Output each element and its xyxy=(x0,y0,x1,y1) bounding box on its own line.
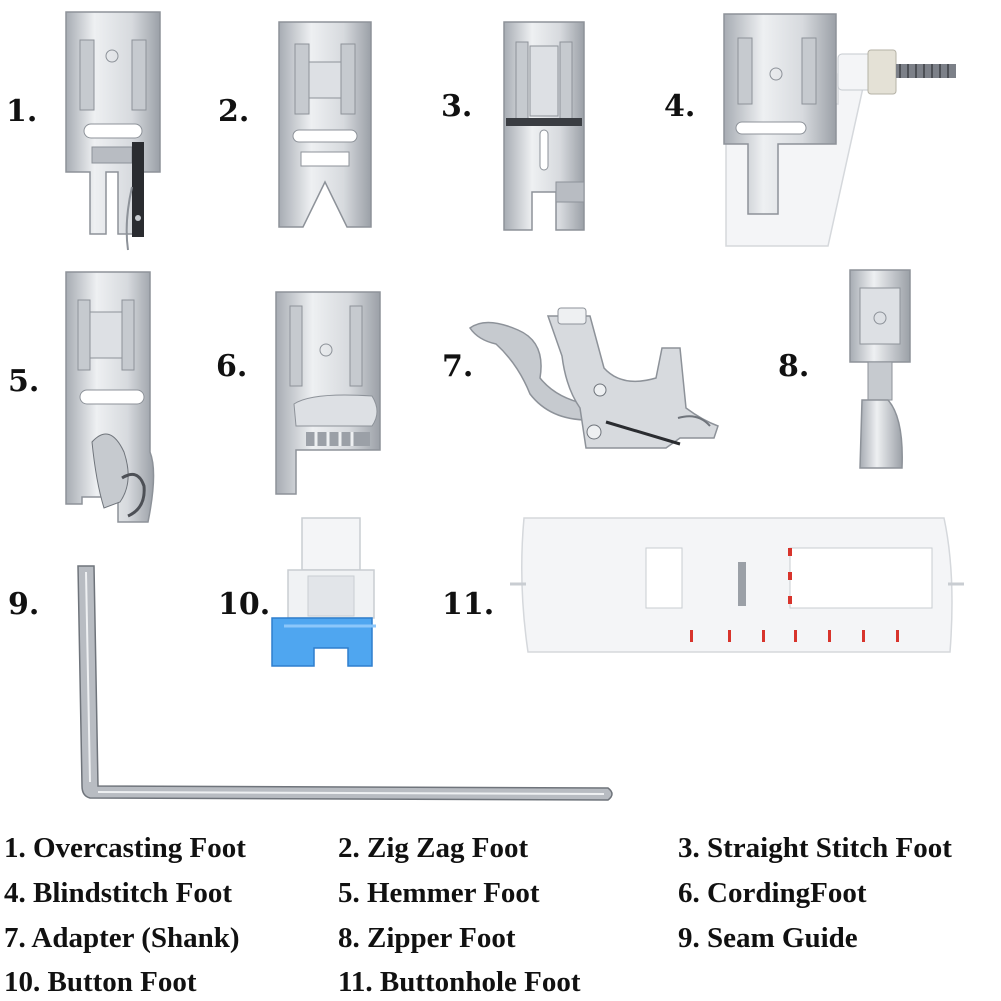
cording-foot-image xyxy=(272,291,384,496)
blindstitch-foot-image xyxy=(718,13,958,247)
legend-item-7: 7. Adapter (Shank) xyxy=(4,922,240,954)
adapter-shank-image xyxy=(466,307,722,460)
label-number-10: 10. xyxy=(218,587,271,622)
sewing-feet-photo: 1. 2. 3. 4. 5. 6. 7. 8. 9. 10. 11. xyxy=(6,11,964,802)
legend-item-2: 2. Zig Zag Foot xyxy=(338,832,529,864)
label-number-9: 9. xyxy=(8,587,40,622)
legend-item-5: 5. Hemmer Foot xyxy=(338,877,540,909)
legend-item-9: 9. Seam Guide xyxy=(678,922,858,954)
label-number-8: 8. xyxy=(778,349,810,384)
label-number-3: 3. xyxy=(441,89,473,124)
legend-item-1: 1. Overcasting Foot xyxy=(4,832,246,864)
legend-item-4: 4. Blindstitch Foot xyxy=(4,877,232,909)
label-number-2: 2. xyxy=(218,94,250,129)
label-number-5: 5. xyxy=(8,364,40,399)
label-number-6: 6. xyxy=(216,349,248,384)
straight-stitch-foot-image xyxy=(500,21,588,234)
legend-item-8: 8. Zipper Foot xyxy=(338,922,516,954)
legend-item-3: 3. Straight Stitch Foot xyxy=(678,832,952,864)
seam-guide-image xyxy=(68,560,618,802)
buttonhole-foot-image xyxy=(510,514,964,656)
overcasting-foot-image xyxy=(62,11,164,252)
zig-zag-foot-image xyxy=(275,21,375,232)
legend-item-6: 6. CordingFoot xyxy=(678,877,867,909)
label-number-7: 7. xyxy=(442,349,474,384)
label-number-1: 1. xyxy=(6,94,38,129)
button-foot-image xyxy=(268,514,394,670)
label-number-11: 11. xyxy=(442,587,495,622)
hemmer-foot-image xyxy=(62,271,162,530)
legend-item-10: 10. Button Foot xyxy=(4,966,197,998)
legend-item-11: 11. Buttonhole Foot xyxy=(338,966,581,998)
zipper-foot-image xyxy=(848,268,912,472)
label-number-4: 4. xyxy=(664,89,696,124)
parts-legend: 1. Overcasting Foot 2. Zig Zag Foot 3. S… xyxy=(0,826,1001,1001)
